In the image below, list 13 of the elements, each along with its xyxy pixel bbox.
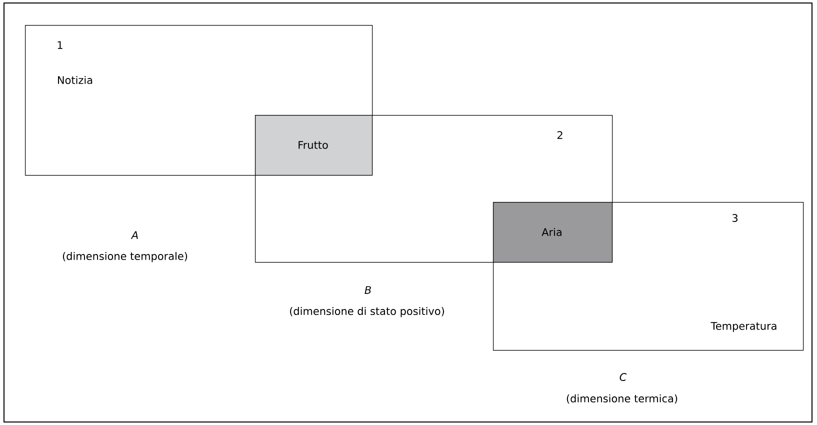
region-label: Temperatura <box>710 322 776 332</box>
region-label: Aria <box>542 228 562 236</box>
set-caption: A <box>130 231 138 239</box>
region-label: Frutto <box>298 141 328 149</box>
region-label: 3 <box>732 214 738 222</box>
region-label: 2 <box>557 131 562 139</box>
region-label: 1 <box>58 41 62 49</box>
set-caption: B <box>364 286 371 294</box>
set-caption: (dimensione termica) <box>566 394 678 404</box>
set-caption: (dimensione temporale) <box>62 252 188 262</box>
set-caption: (dimensione di stato positivo) <box>290 306 444 318</box>
set-caption: C <box>620 373 627 381</box>
region-label: Notizia <box>58 76 92 84</box>
